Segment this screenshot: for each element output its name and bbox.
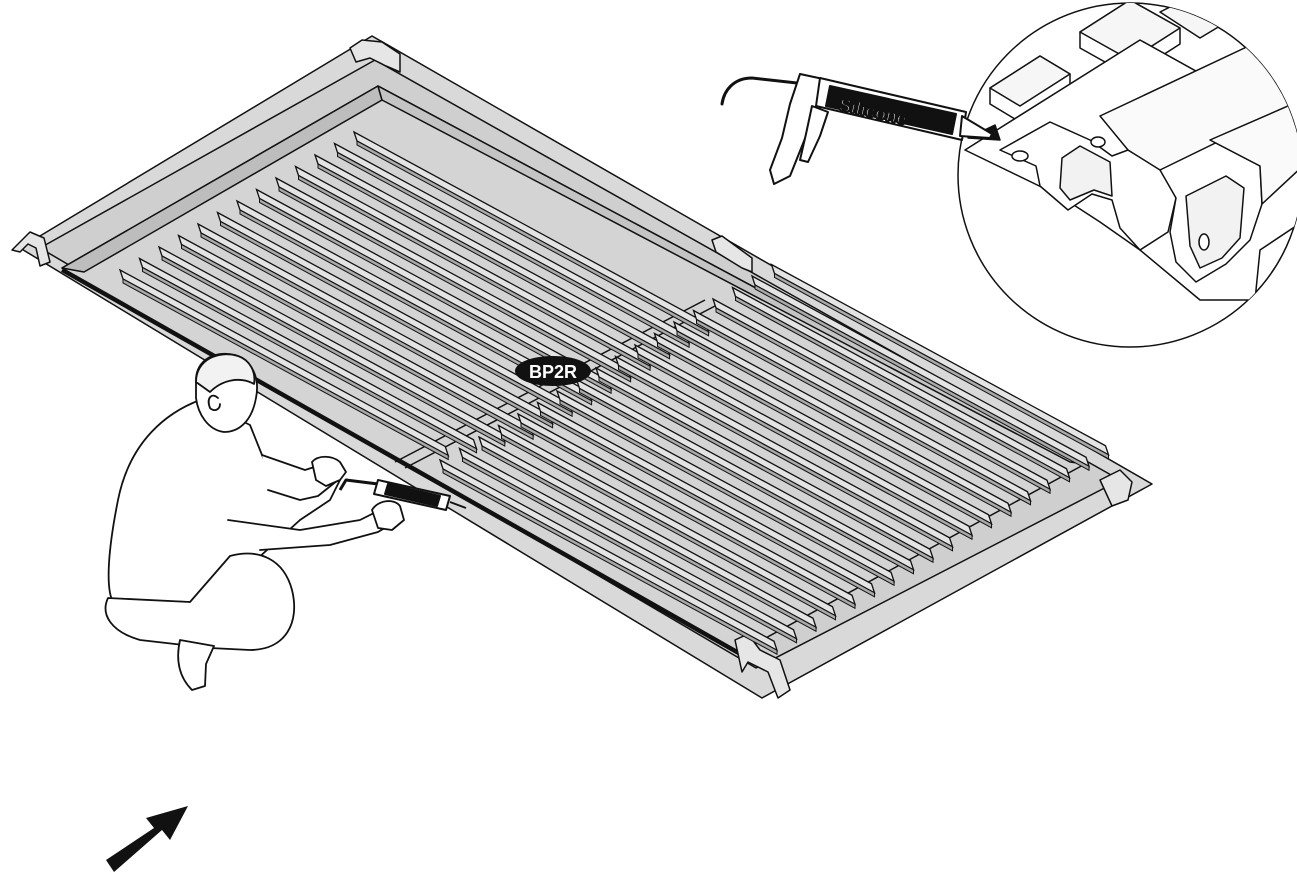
- top-bracket: [349, 39, 401, 73]
- left-corner-bracket: [11, 231, 51, 267]
- panel-rib-shadow-back-4: [200, 232, 554, 429]
- gun-trigger: [799, 105, 829, 163]
- zoom-hole-2: [1090, 136, 1106, 148]
- panel-rib-shadow-front-3: [501, 433, 837, 621]
- panel-rib-shadow-front-5: [540, 410, 876, 598]
- panel-rib-shadow-front-11: [657, 341, 993, 529]
- gun-tube-band: [825, 85, 957, 135]
- panel-rib-shadow-back-1: [142, 266, 478, 454]
- panel-rib-shadow-back-11: [337, 151, 690, 349]
- part-code-label: BP2R: [529, 362, 577, 382]
- zoom-channel-inner: [1059, 145, 1113, 201]
- panel-rib-shadow-front-15: [735, 295, 1071, 483]
- gun-small-handle-icon: [338, 478, 379, 491]
- right-side-bracket: [1099, 469, 1133, 507]
- panel-rib-shadow-back-3: [181, 243, 534, 441]
- panel-rib-shadow-front-2: [481, 445, 817, 633]
- panel-rib-shadow-front-0: [442, 468, 778, 656]
- person-foot: [177, 639, 215, 691]
- panel-rib-shadow-back-10: [317, 163, 671, 360]
- part-code-badge: BP2R: [515, 356, 591, 386]
- detail-zoom-circle: [957, 2, 1297, 348]
- caulking-gun-icon: Silicone: [720, 73, 993, 185]
- person-torso: [107, 399, 341, 603]
- panel-rib-shadow-back-9: [298, 174, 651, 372]
- panel-rib-shadow-back-7: [259, 197, 612, 395]
- panel-rib-shadow-back-8: [278, 186, 632, 383]
- zoom-rail-2: [1209, 91, 1297, 205]
- panel-rib-shadow-front-13: [696, 318, 1032, 506]
- panel-rib-shadow-front-6: [559, 399, 895, 587]
- person-hair: [195, 353, 256, 393]
- gun-small-tube-band: [384, 483, 441, 507]
- person-hand-lower: [371, 500, 405, 531]
- zoom-slab-1-top: [989, 55, 1071, 107]
- panel-rib-shadow-front-9: [618, 364, 954, 552]
- person-legs: [104, 552, 296, 651]
- front-edge-seam: [61, 268, 741, 656]
- panel-rib-shadow-back-12: [356, 140, 710, 337]
- panel-rib-shadow-front-8: [598, 376, 934, 564]
- panel-rib-shadow-back-5: [220, 220, 573, 418]
- caulking-gun-small: Silicone: [338, 478, 467, 511]
- panel-rib-shadow-front-7: [579, 387, 915, 575]
- gun-small-nozzle: [449, 501, 467, 509]
- crouching-person-icon: [104, 352, 405, 691]
- zoom-hole-3: [1198, 233, 1210, 251]
- person-hand-upper: [311, 455, 347, 487]
- mid-connector: [711, 235, 753, 273]
- panel-ribs: [118, 130, 1110, 656]
- panel-rib-shadow-front-14: [715, 307, 1051, 495]
- direction-arrow-icon: [106, 806, 188, 872]
- panel-rib-shadow-front-1: [462, 456, 798, 644]
- panel-rib-shadow-back-0: [122, 278, 449, 461]
- panel-rib-shadow-front-4: [520, 422, 856, 610]
- zoom-hole-1: [1011, 150, 1029, 162]
- gun-rod: [720, 76, 808, 106]
- person-ear: [207, 394, 221, 411]
- gun-nozzle: [959, 115, 993, 139]
- panel-rib-shadow-front-16: [754, 284, 1090, 472]
- zoom-slab-2-top: [1079, 3, 1181, 61]
- panel-rib-shadow-front-17: [774, 272, 1110, 460]
- panel-rib-shadow-front-12: [676, 330, 1012, 518]
- panel-rib-shadow-back-6: [239, 209, 593, 406]
- panel-rib-shadow-front-10: [637, 353, 973, 541]
- panel-rib-shadow-back-2: [161, 255, 506, 447]
